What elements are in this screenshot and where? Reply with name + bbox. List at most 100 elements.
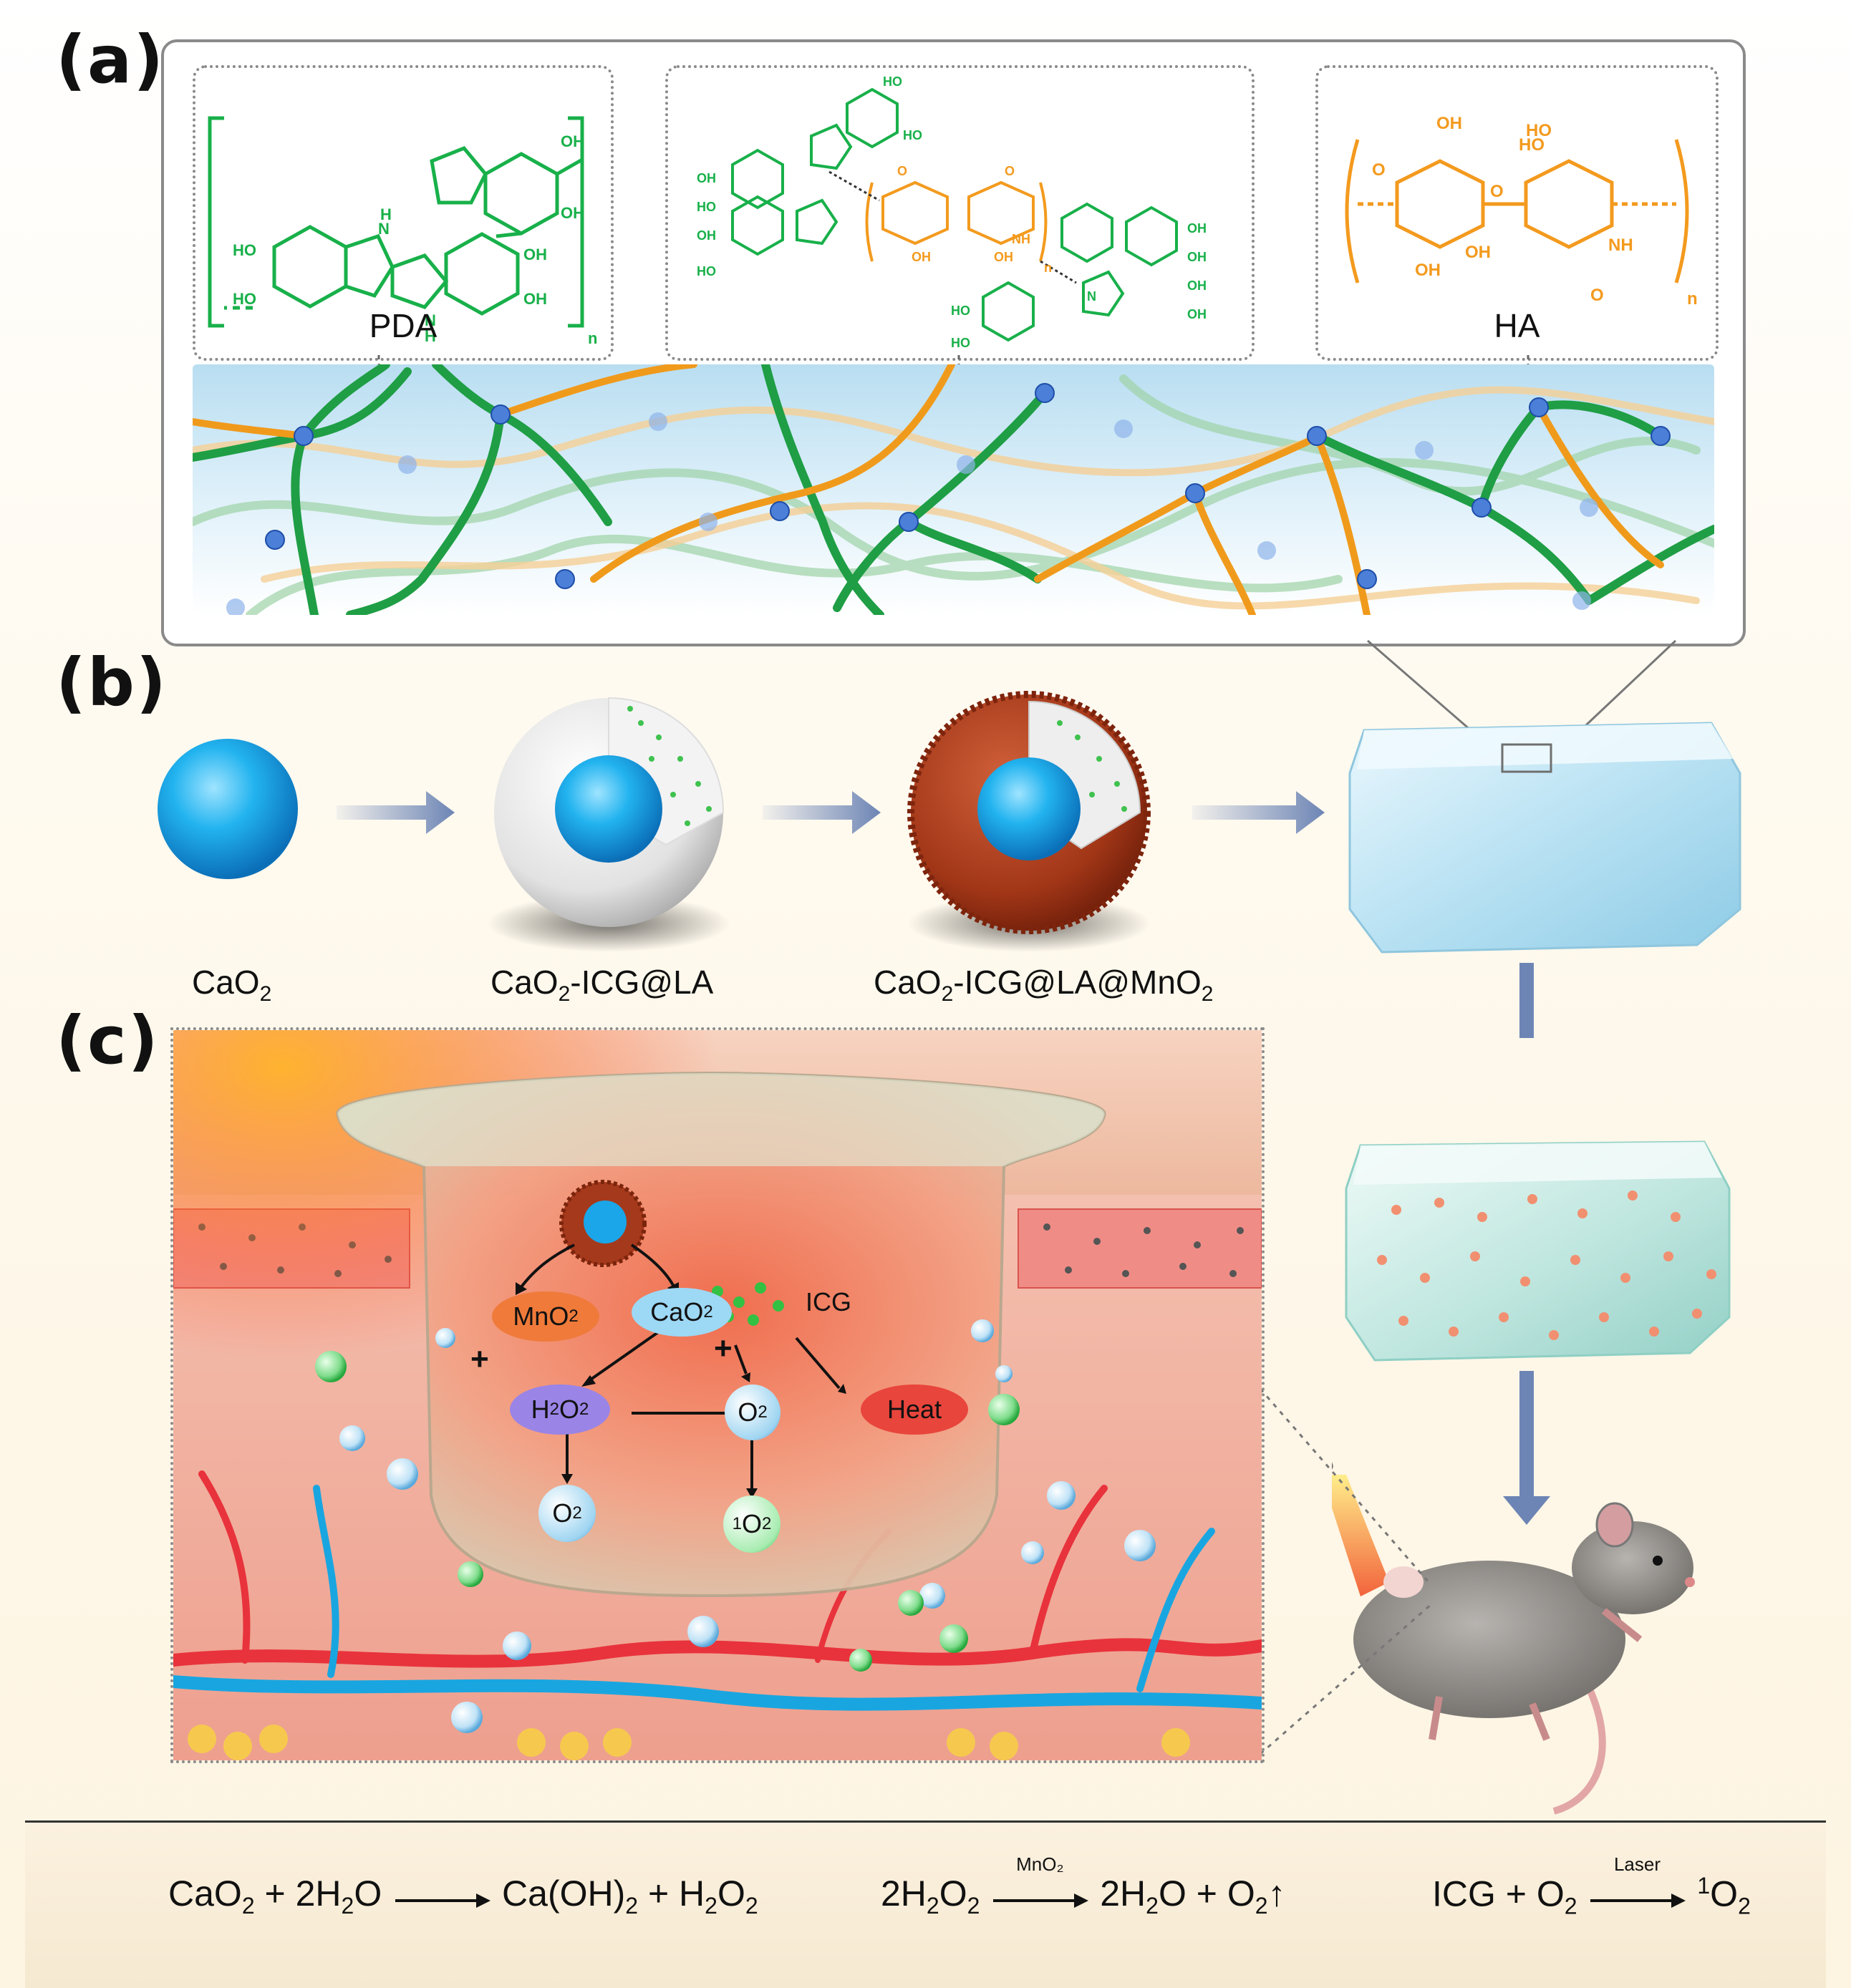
crosslink-node	[555, 569, 575, 589]
pda-group-label: H	[425, 327, 436, 345]
ha-name: HA	[1494, 307, 1540, 344]
ha-group-label: n	[1687, 289, 1698, 309]
crosslink-ha-label: O	[897, 164, 907, 178]
panel-a-frame: OH OH OH OH HO HO N H N H n PDA	[161, 39, 1746, 646]
pda-group-label: OH	[523, 290, 547, 308]
crosslink-group-label: OH	[1187, 278, 1207, 293]
cao2-icg-la-mno2-label: CaO2-ICG@LA@MnO2	[874, 964, 1214, 1007]
crosslink-node	[1651, 426, 1671, 446]
crosslink-group-label: OH	[1187, 250, 1207, 264]
arrow-3	[1192, 791, 1325, 834]
arrow-down-1	[1519, 963, 1534, 1038]
crosslink-group-label: HO	[697, 264, 716, 278]
loaded-hydrogel-block	[1345, 1140, 1731, 1362]
hydrogel-block	[1348, 722, 1741, 954]
pda-group-label: n	[588, 329, 597, 347]
ha-group-label: OH	[1415, 261, 1441, 280]
equation-row: CaO2 + 2H2O Ca(OH)2 + H2O2 2H2O2 MnO₂ 2H…	[25, 1823, 1826, 1988]
cao2-label: CaO2	[192, 964, 272, 1007]
crosslink-group-label: HO	[951, 336, 970, 350]
ha-group-label: OH	[1465, 243, 1491, 262]
pda-group-label: OH	[561, 204, 584, 222]
pda-group-label: HO	[233, 241, 256, 259]
crosslink-group-label: OH	[1187, 307, 1207, 321]
panel-label-b: (b)	[56, 644, 168, 721]
crosslink-group-label: HO	[903, 128, 922, 142]
crosslink-ha-label: NH	[1012, 232, 1030, 246]
crosslink-node	[294, 426, 314, 446]
panel-label-c: (c)	[56, 1002, 160, 1079]
equation-1: CaO2 + 2H2O Ca(OH)2 + H2O2	[168, 1873, 758, 1919]
arrow-down-2	[1503, 1371, 1550, 1525]
crosslink-ha-label: OH	[994, 250, 1013, 264]
crosslink-group-label: OH	[1187, 221, 1207, 236]
pda-group-label: N	[425, 311, 436, 329]
crosslink-node	[1529, 397, 1549, 417]
plus-sign: +	[470, 1342, 489, 1377]
pda-group-label: H	[380, 205, 392, 223]
pda-group-label: N	[378, 220, 390, 238]
panel-b-drawing	[158, 691, 1741, 1038]
pda-structure-box: OH OH OH OH HO HO N H N H n PDA	[193, 65, 614, 361]
crosslink-node	[1035, 383, 1055, 403]
crosslink-node	[1185, 483, 1205, 503]
equation-divider	[25, 1820, 1826, 1823]
crosslink-structure-drawing: HO HO OH OH HO HO OH OH OH OH HO HO N O …	[697, 74, 1207, 350]
heat-node: Heat	[861, 1385, 968, 1435]
oxygen-bubbles	[315, 1319, 1156, 1733]
ha-group-label: HO	[1526, 121, 1552, 140]
panel-label-a: (a)	[56, 21, 165, 98]
icg-label: ICG	[805, 1287, 851, 1317]
cao2-icg-la-label: CaO2-ICG@LA	[490, 964, 714, 1007]
crosslink-ha-label: O	[1005, 164, 1015, 178]
crosslink-ha-label: n	[1044, 261, 1052, 275]
arrow-2	[763, 791, 881, 834]
cao2-sphere	[158, 739, 298, 879]
wound-scene-drawing	[173, 1030, 1262, 1760]
crosslink-node	[490, 404, 511, 425]
crosslink-node	[899, 512, 919, 532]
crosslink-group-label: OH	[697, 171, 716, 185]
network-drawing	[193, 364, 1714, 615]
pda-structure-drawing: OH OH OH OH HO HO N H N H n	[208, 116, 597, 347]
pda-name: PDA	[369, 307, 438, 344]
zoom-lines-c	[1259, 1388, 1433, 1755]
plus-sign: +	[714, 1331, 733, 1366]
equation-3: ICG + O2 Laser 1O2	[1432, 1853, 1751, 1919]
crosslink-ha-label: OH	[912, 250, 931, 264]
reaction-arrow: MnO₂	[990, 1853, 1090, 1911]
pda-group-label: OH	[561, 132, 584, 150]
crosslink-group-label: HO	[883, 74, 902, 89]
ha-group-label: O	[1490, 182, 1504, 201]
crosslink-node	[1307, 426, 1327, 446]
crosslink-node	[1471, 498, 1492, 518]
crosslink-group-label: HO	[951, 304, 970, 318]
crosslink-node	[770, 501, 790, 521]
mouse-illustration	[1353, 1502, 1695, 1815]
right-column-drawing	[1332, 1140, 1731, 1815]
ha-structure-box: OH HO O HO O OH OH NH O n HA	[1315, 65, 1719, 361]
pda-group-label: OH	[523, 246, 547, 263]
reaction-arrow	[392, 1882, 492, 1911]
ha-group-label: HO	[1519, 135, 1545, 155]
hydrogel-network	[193, 364, 1714, 615]
ha-group-label: O	[1372, 160, 1386, 180]
crosslink-group-label: OH	[697, 228, 716, 243]
equation-2: 2H2O2 MnO₂ 2H2O + O2↑	[881, 1853, 1286, 1919]
pda-group-label: HO	[233, 290, 256, 308]
laser-icon	[1332, 1435, 1389, 1596]
crosslink-group-label: N	[1087, 289, 1096, 304]
ha-group-label: OH	[1436, 114, 1462, 133]
ha-group-label: O	[1590, 286, 1604, 305]
arrow-1	[337, 791, 455, 834]
ha-group-label: NH	[1608, 236, 1633, 255]
reaction-arrow: Laser	[1587, 1853, 1687, 1911]
